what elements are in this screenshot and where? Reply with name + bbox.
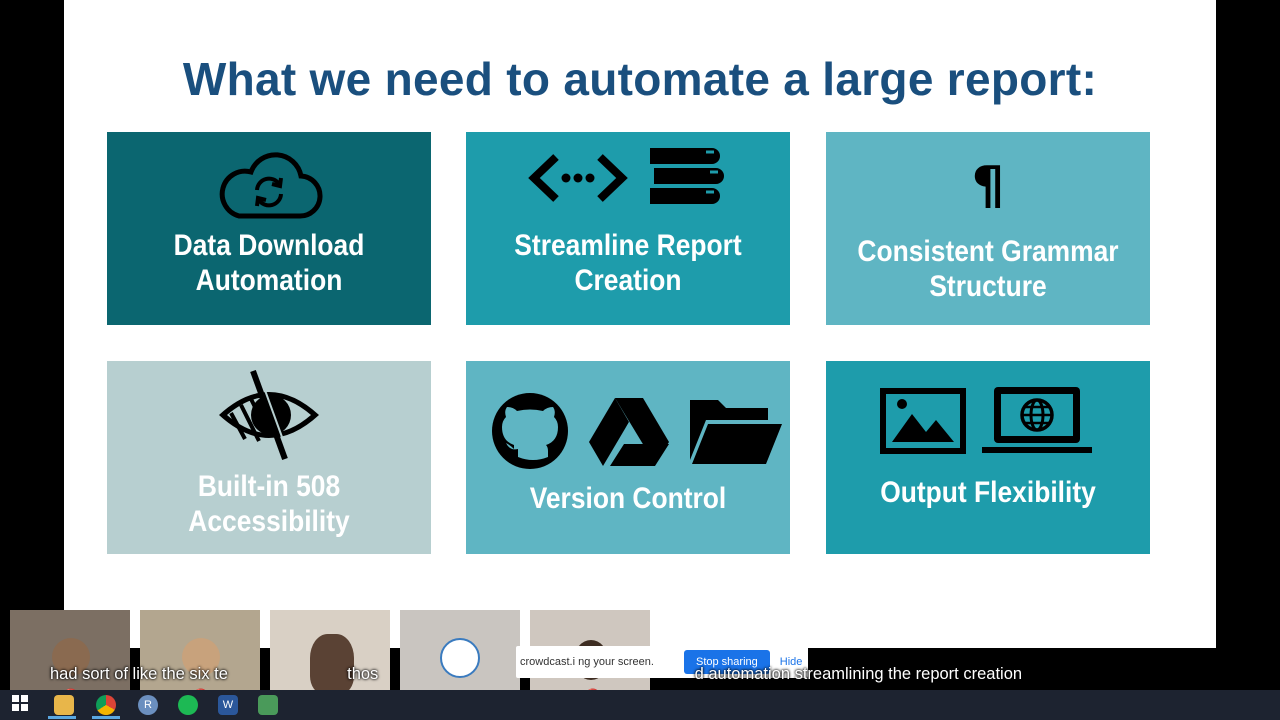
tile-data-download-automation: Data Download Automation — [107, 132, 431, 325]
tile-line-2: Structure — [929, 270, 1047, 303]
tile-built-in-508-accessibility: Built-in 508 Accessibility — [107, 361, 431, 554]
tile-line-1: Streamline Report — [514, 229, 742, 262]
r-app-icon[interactable]: R — [138, 695, 158, 715]
tile-line-2: Accessibility — [188, 505, 350, 538]
tile-streamline-report-creation: Streamline Report Creation — [466, 132, 790, 325]
share-message: crowdcast.i ng your screen. — [520, 656, 654, 668]
laptop-globe-icon — [982, 387, 1092, 453]
books-stack-icon — [650, 148, 724, 204]
hide-button[interactable]: Hide — [779, 656, 803, 668]
eye-slash-icon — [219, 369, 319, 461]
tile-line-1: Data Download — [173, 229, 365, 262]
participant-logo — [440, 638, 480, 678]
file-explorer-icon[interactable] — [54, 695, 74, 715]
chrome-icon[interactable] — [96, 695, 116, 715]
pilcrow-icon: ¶ — [971, 156, 1005, 216]
stop-sharing-button[interactable]: Stop sharing — [684, 650, 770, 674]
windows-start-icon[interactable] — [10, 695, 30, 715]
tile-line-1: Version Control — [529, 482, 727, 515]
live-caption: had sort of like the six te thos d autom… — [50, 665, 1023, 683]
code-icon — [528, 154, 628, 202]
windows-taskbar: R W — [0, 690, 1280, 720]
tile-consistent-grammar-structure: ¶ Consistent Grammar Structure — [826, 132, 1150, 325]
app-icon[interactable] — [258, 695, 278, 715]
tile-line-1: Consistent Grammar — [857, 235, 1119, 268]
cloud-sync-icon — [219, 152, 323, 219]
tile-line-1: Built-in 508 — [197, 470, 341, 503]
participant-avatar — [52, 638, 90, 676]
taskbar-active-indicator — [92, 716, 120, 719]
word-icon[interactable]: W — [218, 695, 238, 715]
image-icon — [880, 388, 966, 454]
tile-line-2: Automation — [195, 264, 343, 297]
participant-avatar — [310, 634, 354, 694]
tile-output-flexibility: Output Flexibility — [826, 361, 1150, 554]
spotify-icon[interactable] — [178, 695, 198, 715]
screen-share-bar: crowdcast.i ng your screen. Stop sharing… — [516, 646, 808, 678]
tile-line-2: Creation — [574, 264, 682, 297]
tile-line-1: Output Flexibility — [880, 476, 1096, 509]
presentation-slide: What we need to automate a large report:… — [64, 0, 1216, 648]
taskbar-active-indicator — [48, 716, 76, 719]
participant-avatar — [182, 638, 220, 676]
google-drive-icon — [589, 398, 669, 466]
slide-title: What we need to automate a large report: — [182, 53, 1098, 105]
github-icon — [492, 393, 568, 469]
tile-version-control: Version Control — [466, 361, 790, 554]
folder-open-icon — [690, 400, 782, 464]
